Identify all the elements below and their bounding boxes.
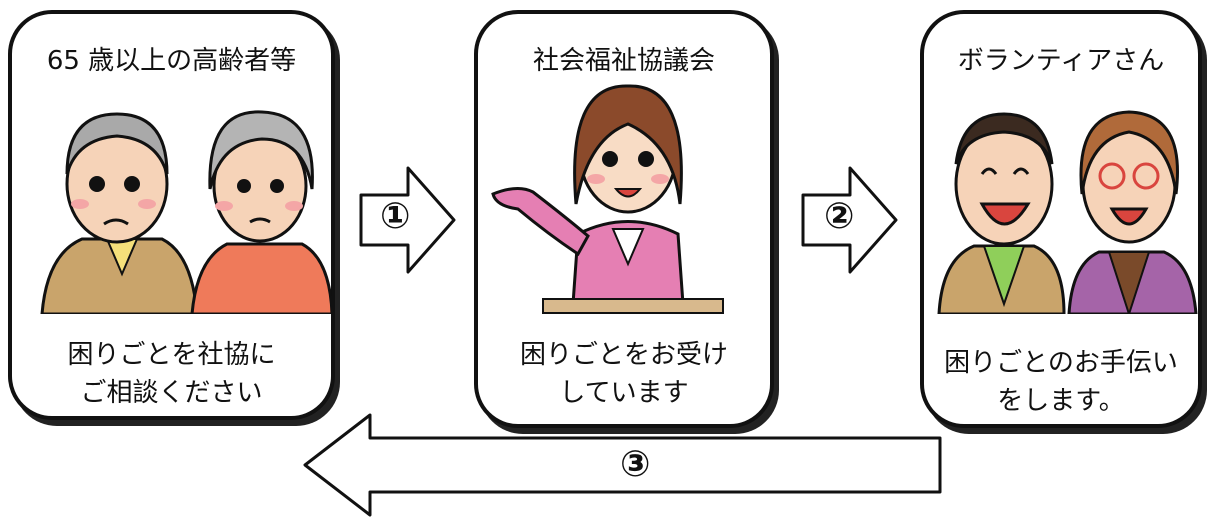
card-title: ボランティアさん bbox=[957, 46, 1165, 76]
step-1-label: ① bbox=[380, 196, 411, 237]
volunteers-illustration bbox=[937, 110, 1198, 314]
card-volunteers: ボランティアさん 困りごとのお手伝い をします。 bbox=[920, 10, 1202, 428]
arrow-right-icon bbox=[801, 166, 898, 274]
seniors-illustration bbox=[40, 110, 332, 314]
card-title: 社会福祉協議会 bbox=[532, 46, 715, 76]
card-council: 社会福祉協議会 困りごとをお受け しています bbox=[474, 10, 774, 428]
card-description: 困りごとのお手伝い をします。 bbox=[944, 348, 1178, 416]
arrow-right-icon bbox=[359, 166, 456, 274]
step-3-label: ③ bbox=[620, 444, 651, 485]
card-description: 困りごとを社協に ご相談ください bbox=[67, 340, 276, 408]
staff-illustration bbox=[491, 84, 724, 314]
step-2-label: ② bbox=[824, 196, 855, 237]
card-seniors: 65 歳以上の高齢者等 困りごとを社協に ご相談ください bbox=[8, 10, 335, 420]
card-description: 困りごとをお受け しています bbox=[519, 340, 728, 408]
card-title: 65 歳以上の高齢者等 bbox=[46, 46, 297, 76]
arrow-left-icon bbox=[303, 413, 942, 517]
